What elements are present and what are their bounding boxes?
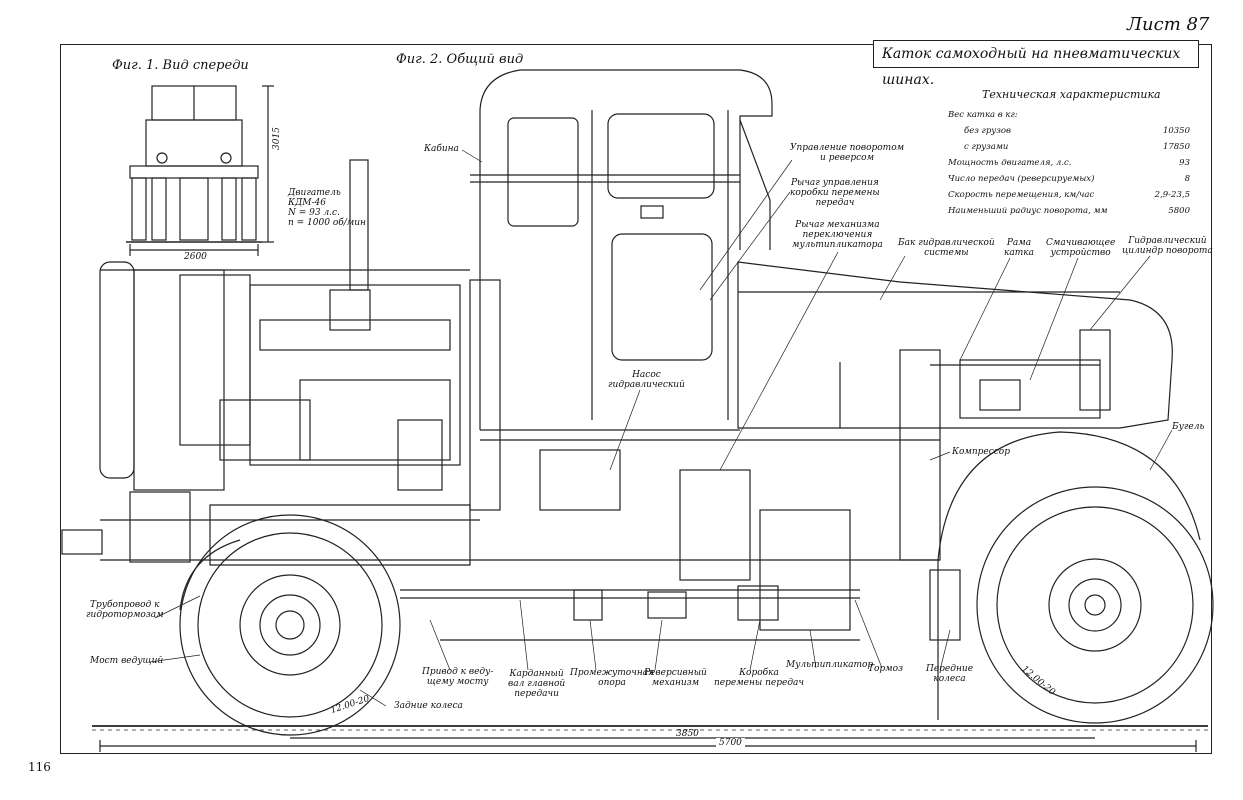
sheet-number: Лист 87 [1127, 14, 1210, 35]
label-privod: Привод к веду-щему мосту [422, 667, 494, 687]
engine-label: Двигатель КДМ-46 N = 93 л.с. n = 1000 об… [288, 188, 366, 228]
label-kompressor: Компрессор [952, 447, 1010, 457]
front-height-dim: 3015 [272, 127, 282, 150]
label-multi: Мультипликатор [786, 660, 874, 670]
fig1-caption: Фиг. 1. Вид спереди [112, 58, 249, 73]
fig2-caption: Фиг. 2. Общий вид [396, 52, 524, 67]
leader-lines [149, 149, 1173, 707]
wheelbase-dim: 3850 [676, 729, 699, 739]
engine-drawing [99, 159, 501, 511]
label-bugel: Бугель [1172, 422, 1205, 432]
spec-row: Мощность двигателя, л.с.93 [948, 158, 1190, 168]
drawing-frame [60, 44, 1212, 754]
tank-drawing [737, 261, 1173, 429]
label-most: Мост ведущий [90, 656, 164, 666]
label-tormoz: Тормоз [868, 664, 903, 674]
front-view-drawing [126, 85, 274, 256]
drawing-title: Каток самоходный на пневматических шинах… [873, 40, 1199, 88]
spec-row: Число передач (реверсируемых)8 [948, 174, 1190, 184]
length-dim: 5700 [716, 738, 745, 748]
front-width-dim: 2600 [184, 252, 207, 262]
chassis-drawing [61, 349, 941, 641]
front-wheel-drawing [929, 431, 1214, 724]
label-kabina: Кабина [424, 144, 459, 154]
spec-row: Вес катка в кг: [948, 110, 1018, 120]
rear-wheel-drawing [179, 514, 401, 736]
label-zadnie: Задние колеса [394, 701, 463, 711]
specs-heading: Техническая характеристика [982, 88, 1161, 101]
page-number: 116 [28, 760, 51, 774]
